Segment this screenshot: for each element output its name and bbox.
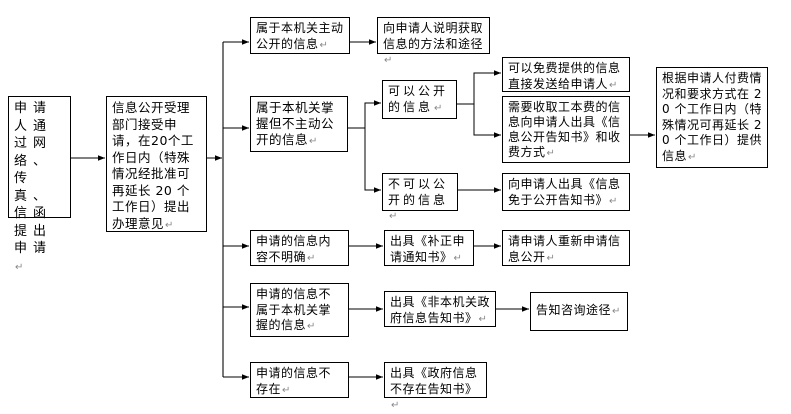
paragraph-mark-icon: ↵ (609, 79, 618, 91)
node-free-info-text: 可以免费提供的信息直接发送给申请人 (508, 61, 621, 91)
node-unclear: 申请的信息内容不明确↵ (250, 230, 349, 266)
node-accept-text: 信息公开受理部门接受申请，在20个工作日内（特殊情况经批准可再延长 20 个工作… (112, 100, 194, 231)
edge-held-can (348, 100, 381, 129)
node-proactive: 属于本机关主动公开的信息↵ (250, 17, 350, 54)
paragraph-mark-icon: ↵ (282, 384, 291, 396)
node-consult-channel: 告知咨询途径↵ (530, 292, 628, 331)
node-nonexistent: 申请的信息不存在↵ (250, 362, 349, 398)
node-held-not-proactive: 属于本机关掌握但不主动公开的信息↵ (250, 96, 348, 152)
node-correction-notice-text: 出具《补正申请通知书》 (390, 234, 466, 264)
paragraph-mark-icon: ↵ (612, 306, 621, 317)
node-fee-info: 需要收取工本费的信息向申请人出具《信息公开告知书》和收费方式↵ (502, 96, 630, 163)
paragraph-mark-icon: ↵ (384, 55, 393, 66)
node-free-info: 可以免费提供的信息直接发送给申请人↵ (502, 57, 630, 92)
node-can-disclose: 可以公开的信息↵ (382, 80, 457, 119)
edge-held-cannot (364, 128, 381, 193)
paragraph-mark-icon: ↵ (688, 151, 697, 163)
node-proactive-result: 向申请人说明获取信息的方法和途径 ↵ (377, 17, 490, 66)
node-nonexistent-text: 申请的信息不存在 (256, 366, 332, 396)
node-fee-info-text: 需要收取工本费的信息向申请人出具《信息公开告知书》和收费方式 (508, 100, 621, 159)
node-not-held: 申请的信息不属于本机关掌握的信息↵ (250, 283, 349, 337)
paragraph-mark-icon: ↵ (434, 102, 446, 114)
paragraph-mark-icon: ↵ (307, 321, 316, 332)
node-unclear-text: 申请的信息内容不明确 (256, 234, 332, 264)
node-cannot-disclose-text: 不可以公开的信息 (388, 177, 449, 207)
node-not-held-text: 申请的信息不属于本机关掌握的信息 (256, 287, 332, 332)
paragraph-mark-icon: ↵ (478, 313, 488, 325)
node-reapply-text: 请申请人重新申请信息公开 (508, 234, 621, 264)
node-applicant: 申请人通过网络、传真、信函提出申请 ↵ (8, 96, 71, 273)
paragraph-mark-icon: ↵ (319, 39, 329, 51)
paragraph-mark-icon: ↵ (309, 136, 318, 147)
node-reapply: 请申请人重新申请信息公开↵ (502, 230, 630, 266)
node-not-held-notice: 出具《非本机关政府信息告知书》↵ (384, 291, 496, 327)
node-exempt-notice: 向申请人出具《信息免于公开告知书》↵ (502, 173, 630, 211)
node-proactive-result-text: 向申请人说明获取信息的方法和途径 (383, 21, 484, 51)
node-cannot-disclose: 不可以公开的信息 ↵ (382, 173, 458, 222)
edge-can-free (457, 70, 501, 105)
paragraph-mark-icon: ↵ (609, 195, 618, 207)
paragraph-mark-icon: ↵ (453, 252, 463, 264)
edge-can-fee (473, 104, 501, 138)
node-held-not-proactive-text: 属于本机关掌握但不主动公开的信息 (256, 100, 335, 147)
paragraph-mark-icon: ↵ (389, 211, 401, 222)
node-nonexistent-notice-text: 出具《政府信息不存在告知书》 (390, 366, 478, 396)
paragraph-mark-icon: ↵ (391, 400, 400, 411)
node-can-disclose-text: 可以公开的信息 (388, 84, 449, 114)
paragraph-mark-icon: ↵ (546, 252, 556, 264)
node-correction-notice: 出具《补正申请通知书》↵ (384, 230, 474, 266)
node-not-held-notice-text: 出具《非本机关政府信息告知书》 (390, 295, 491, 325)
node-proactive-text: 属于本机关主动公开的信息 (256, 21, 344, 51)
node-nonexistent-notice: 出具《政府信息不存在告知书》 ↵ (384, 362, 487, 411)
paragraph-mark-icon: ↵ (546, 148, 556, 159)
paragraph-mark-icon: ↵ (307, 252, 316, 264)
paragraph-mark-icon: ↵ (165, 219, 174, 231)
node-exempt-notice-text: 向申请人出具《信息免于公开告知书》 (508, 177, 621, 207)
node-accept: 信息公开受理部门接受申请，在20个工作日内（特殊情况经批准可再延长 20 个工作… (106, 96, 207, 232)
node-applicant-text: 申请人通过网络、传真、信函提出申请 (14, 101, 53, 256)
paragraph-mark-icon: ↵ (15, 261, 30, 273)
node-provide-info-text: 根据申请人付费情况和要求方式在 20 个工作日内（特殊情况可再延长 20 个工作… (662, 71, 763, 163)
node-consult-channel-text: 告知咨询途径 (536, 303, 612, 317)
node-provide-info: 根据申请人付费情况和要求方式在 20 个工作日内（特殊情况可再延长 20 个工作… (656, 67, 768, 168)
